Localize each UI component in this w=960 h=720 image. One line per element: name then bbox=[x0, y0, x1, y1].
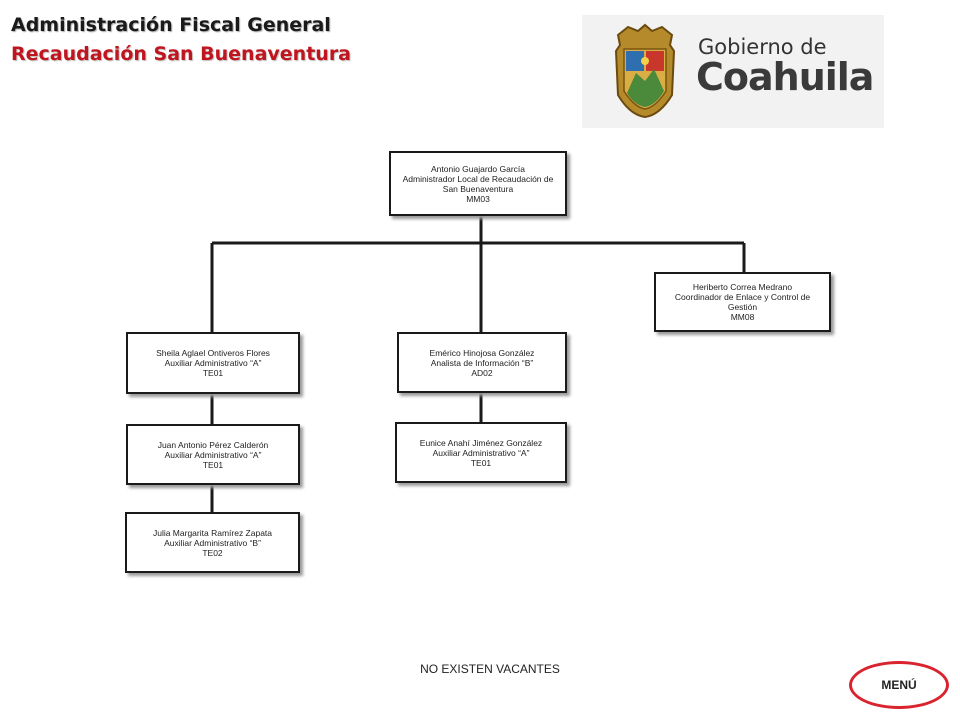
node-name: Heriberto Correa Medrano bbox=[692, 282, 793, 292]
node-name: Emérico Hinojosa González bbox=[429, 347, 535, 358]
node-code: TE01 bbox=[470, 457, 492, 468]
vacancies-note: NO EXISTEN VACANTES bbox=[420, 662, 560, 676]
org-node-left-1: Sheila Aglael Ontiveros Flores Auxiliar … bbox=[126, 332, 300, 394]
node-role: Auxiliar Administrativo “A” bbox=[164, 449, 262, 460]
org-node-left-3: Julia Margarita Ramírez Zapata Auxiliar … bbox=[125, 512, 300, 573]
logo-line-1: Gobierno de bbox=[698, 35, 827, 59]
menu-button-label: MENÚ bbox=[881, 678, 917, 692]
node-name: Juan Antonio Pérez Calderón bbox=[157, 439, 269, 450]
node-name: Julia Margarita Ramírez Zapata bbox=[152, 527, 273, 538]
gobierno-coahuila-logo: Gobierno de Coahuila bbox=[582, 15, 884, 128]
coat-of-arms-icon bbox=[614, 23, 676, 119]
node-code: AD02 bbox=[471, 367, 493, 378]
logo-line-2: Coahuila bbox=[696, 55, 874, 99]
node-role: Auxiliar Administrativo “A” bbox=[432, 447, 530, 458]
node-code: TE01 bbox=[202, 368, 224, 378]
node-role: Analista de Información “B” bbox=[430, 357, 534, 368]
node-name: Antonio Guajardo García bbox=[430, 163, 526, 174]
org-node-left-2: Juan Antonio Pérez Calderón Auxiliar Adm… bbox=[126, 424, 300, 485]
node-name: Eunice Anahí Jiménez González bbox=[419, 437, 543, 448]
node-name: Sheila Aglael Ontiveros Flores bbox=[156, 348, 270, 358]
node-role: Auxiliar Administrativo “A” bbox=[164, 358, 262, 368]
node-code: MM08 bbox=[730, 312, 755, 322]
org-node-mid-1: Emérico Hinojosa González Analista de In… bbox=[397, 332, 567, 393]
menu-button[interactable]: MENÚ bbox=[849, 661, 949, 709]
org-node-mid-2: Eunice Anahí Jiménez González Auxiliar A… bbox=[395, 422, 567, 483]
node-role: Auxiliar Administrativo “B” bbox=[164, 537, 261, 548]
node-code: TE02 bbox=[202, 547, 223, 558]
node-role: Administrador Local de Recaudación de Sa… bbox=[402, 173, 554, 194]
node-code: MM03 bbox=[466, 193, 490, 204]
org-node-coordinator: Heriberto Correa Medrano Coordinador de … bbox=[654, 272, 831, 332]
page-title: Administración Fiscal General bbox=[11, 14, 331, 36]
node-role: Coordinador de Enlace y Control de Gesti… bbox=[674, 292, 811, 312]
org-node-head: Antonio Guajardo García Administrador Lo… bbox=[389, 151, 567, 216]
node-code: TE01 bbox=[202, 459, 224, 470]
page-subtitle: Recaudación San Buenaventura bbox=[11, 43, 352, 65]
